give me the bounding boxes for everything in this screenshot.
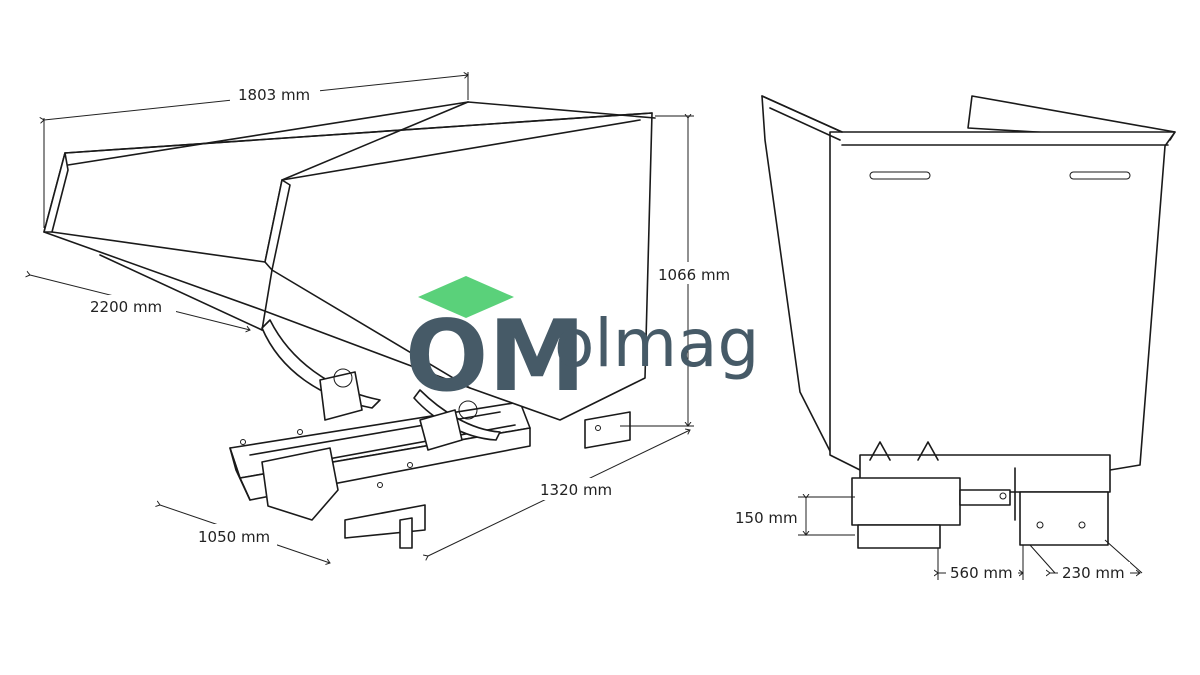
dim-label-length: 2200 mm — [90, 298, 162, 316]
right-view-skip — [761, 95, 1176, 549]
dim-label-fork-width: 230 mm — [1062, 564, 1125, 582]
dim-label-height: 1066 mm — [658, 266, 730, 284]
dim-width-top: 1803 mm — [44, 72, 468, 228]
dim-base-width: 1050 mm — [160, 505, 330, 563]
dim-label-fork-spacing: 560 mm — [950, 564, 1013, 582]
dim-label-fork-height: 150 mm — [735, 509, 798, 527]
dim-fork-spacing: 560 mm — [938, 545, 1023, 582]
dim-fork-width: 230 mm — [1029, 539, 1143, 582]
logo-wordmark: olmag — [554, 305, 759, 382]
dim-label-width-top: 1803 mm — [238, 86, 310, 104]
dim-label-base-length: 1320 mm — [540, 481, 612, 499]
logo-mark: OM — [405, 300, 586, 414]
olmag-logo: OM olmag — [405, 276, 759, 414]
logo-roof-icon — [418, 276, 514, 318]
dim-length: 2200 mm — [30, 275, 250, 330]
dim-fork-height: 150 mm — [735, 497, 855, 535]
dim-height: 1066 mm — [620, 116, 745, 426]
dim-base-length: 1320 mm — [428, 430, 690, 556]
dim-label-base-width: 1050 mm — [198, 528, 270, 546]
